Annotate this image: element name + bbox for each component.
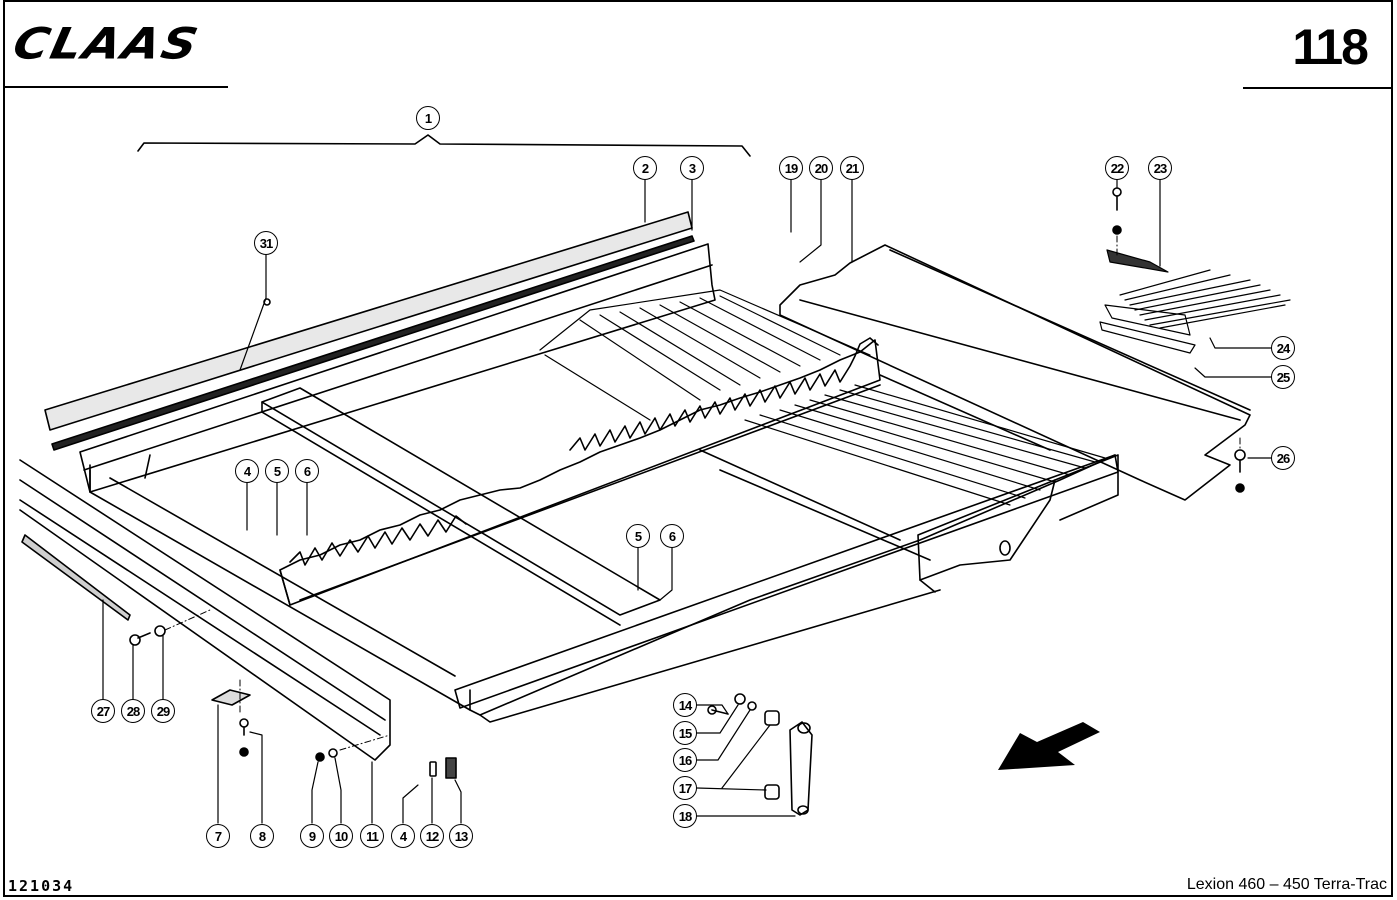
nut-9 — [315, 752, 325, 762]
header-rule-right — [1243, 87, 1393, 89]
bolt-8 — [239, 718, 249, 757]
callout-7[interactable]: 7 — [206, 824, 230, 848]
callout-31[interactable]: 31 — [254, 231, 278, 255]
callout-13[interactable]: 13 — [449, 824, 473, 848]
callout-4[interactable]: 4 — [391, 824, 415, 848]
assembly-bracket — [137, 134, 751, 157]
washer-15 — [734, 693, 746, 705]
link-arm — [789, 721, 813, 816]
callout-11[interactable]: 11 — [360, 824, 384, 848]
callout-17[interactable]: 17 — [673, 776, 697, 800]
sieve-panel-rear — [539, 289, 871, 421]
page-frame — [3, 0, 1393, 897]
washer-16 — [747, 701, 757, 711]
callout-1[interactable]: 1 — [416, 106, 440, 130]
callout-25[interactable]: 25 — [1271, 365, 1295, 389]
outer-strip — [21, 534, 131, 621]
bushing-upper — [764, 710, 780, 726]
callout-28[interactable]: 28 — [121, 699, 145, 723]
leader-lines — [102, 179, 1272, 824]
callout-12[interactable]: 12 — [420, 824, 444, 848]
bolt-22 — [1112, 187, 1122, 235]
sealing-strip-rear — [44, 211, 695, 451]
callout-5[interactable]: 5 — [626, 524, 650, 548]
cross-member-left — [261, 387, 661, 626]
callout-14[interactable]: 14 — [673, 693, 697, 717]
callout-2[interactable]: 2 — [633, 156, 657, 180]
callout-20[interactable]: 20 — [809, 156, 833, 180]
callout-10[interactable]: 10 — [329, 824, 353, 848]
pad-13 — [445, 757, 457, 779]
sieve-panel-front — [744, 384, 1106, 506]
callout-8[interactable]: 8 — [250, 824, 274, 848]
bolt-28 — [129, 632, 151, 646]
callout-3[interactable]: 3 — [680, 156, 704, 180]
washer-29 — [154, 625, 166, 637]
callout-4[interactable]: 4 — [235, 459, 259, 483]
callout-24[interactable]: 24 — [1271, 336, 1295, 360]
rear-angle-rail — [79, 243, 716, 493]
travel-direction-arrow-icon — [998, 722, 1100, 770]
callout-6[interactable]: 6 — [295, 459, 319, 483]
callout-15[interactable]: 15 — [673, 721, 697, 745]
callout-5[interactable]: 5 — [265, 459, 289, 483]
callout-22[interactable]: 22 — [1105, 156, 1129, 180]
clip-12 — [429, 761, 437, 777]
page-number: 118 — [1292, 19, 1369, 75]
callout-29[interactable]: 29 — [151, 699, 175, 723]
side-member — [19, 459, 391, 761]
callout-9[interactable]: 9 — [300, 824, 324, 848]
bolt-26 — [1234, 449, 1246, 493]
header-rule-left — [3, 86, 228, 88]
callout-16[interactable]: 16 — [673, 748, 697, 772]
callout-18[interactable]: 18 — [673, 804, 697, 828]
callout-19[interactable]: 19 — [779, 156, 803, 180]
bolt-14 — [707, 705, 729, 715]
grate-assembly — [1099, 249, 1291, 354]
callout-26[interactable]: 26 — [1271, 446, 1295, 470]
callout-27[interactable]: 27 — [91, 699, 115, 723]
sawtooth-crossbar — [279, 337, 881, 606]
drawing-number: 121034 — [8, 877, 75, 895]
callout-23[interactable]: 23 — [1148, 156, 1172, 180]
washer-10 — [328, 748, 338, 758]
hanger-bracket — [917, 454, 1119, 593]
bushing-lower — [764, 784, 780, 800]
callout-21[interactable]: 21 — [840, 156, 864, 180]
assembly-lines — [164, 235, 1241, 751]
cover-plate — [779, 244, 1251, 501]
hinge-plate-7 — [211, 689, 251, 706]
callout-6[interactable]: 6 — [660, 524, 684, 548]
model-caption: Lexion 460 – 450 Terra-Trac — [1186, 876, 1387, 893]
